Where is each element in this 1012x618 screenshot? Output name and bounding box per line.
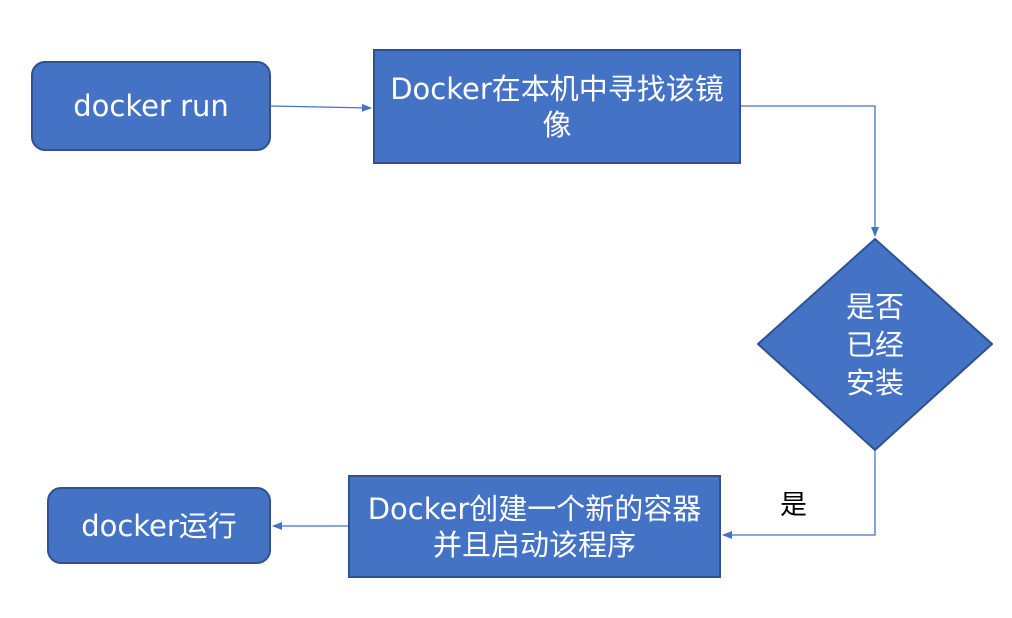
node-find-image: Docker在本机中寻找该镜像 (373, 49, 741, 164)
node-docker-running-label: docker运行 (81, 508, 237, 543)
edge-label-yes: 是 (780, 490, 807, 521)
node-docker-run: docker run (31, 61, 271, 151)
node-docker-run-label: docker run (73, 89, 229, 123)
node-decision-label: 是否已经安装 (845, 289, 904, 400)
node-docker-running: docker运行 (47, 487, 271, 564)
edge-decision-to-create (722, 451, 876, 539)
node-create-container-label: Docker创建一个新的容器并且启动该程序 (367, 491, 702, 562)
decision-diamond-shape (757, 238, 993, 451)
node-decision-installed: 是否已经安装 (757, 238, 993, 451)
edge-find-to-decision (741, 105, 879, 237)
edge-start-to-find (270, 103, 372, 112)
node-find-image-label: Docker在本机中寻找该镜像 (390, 71, 724, 142)
node-create-container: Docker创建一个新的容器并且启动该程序 (348, 475, 721, 578)
